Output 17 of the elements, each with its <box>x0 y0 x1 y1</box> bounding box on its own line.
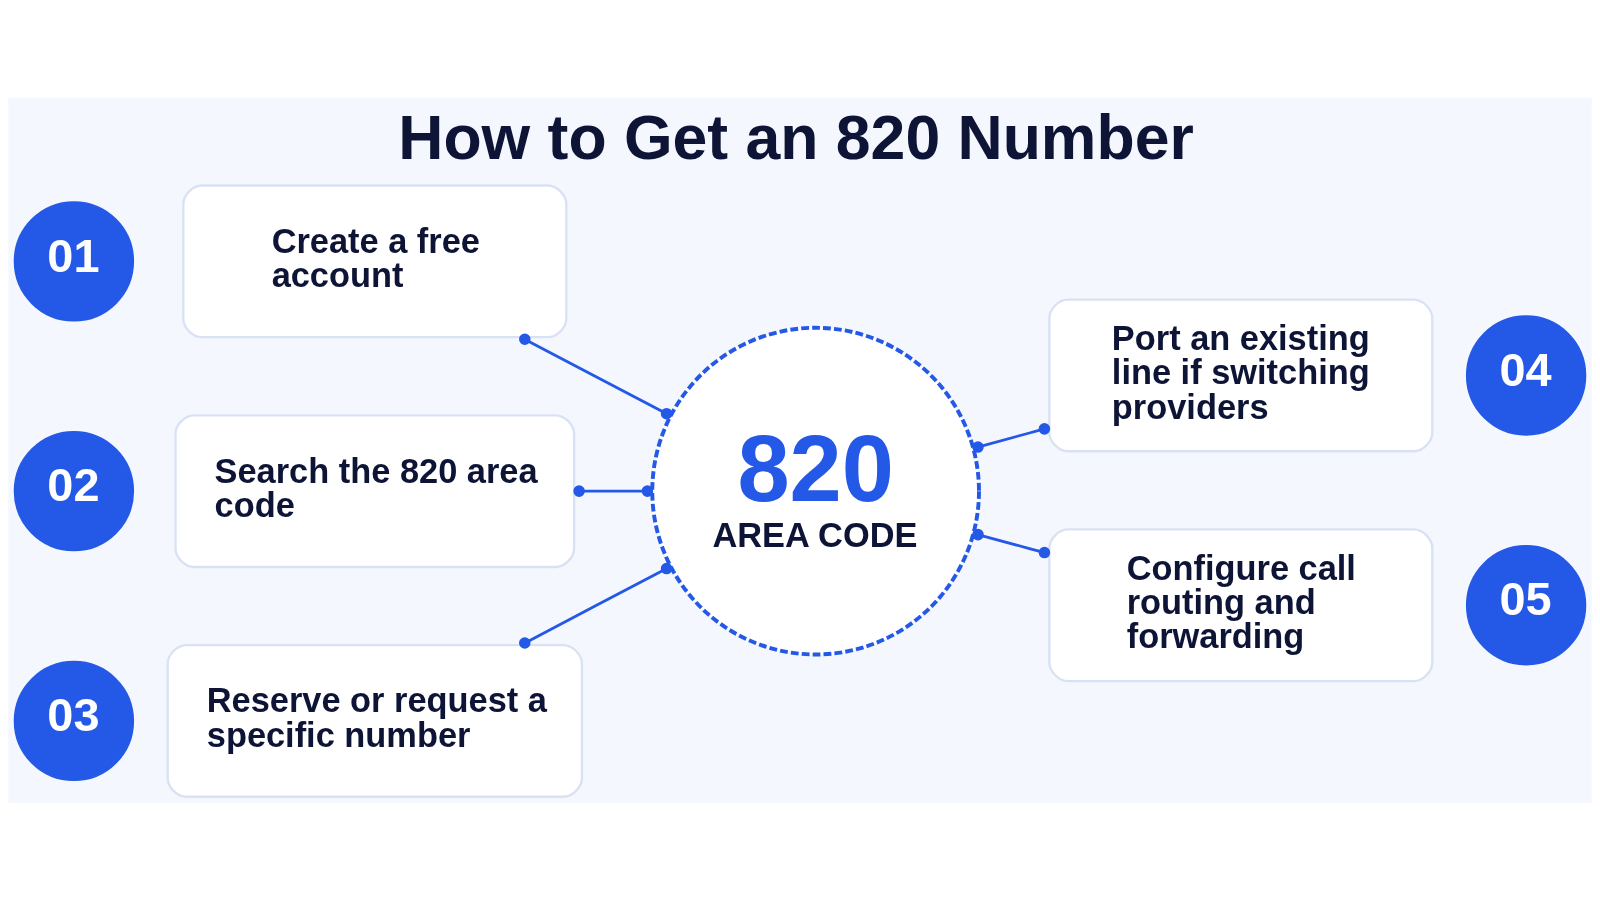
node-circle: 03 <box>13 660 135 781</box>
connector <box>972 528 1051 558</box>
connector <box>519 562 673 649</box>
node-circle: 01 <box>13 200 135 322</box>
diagram-title: How to Get an 820 Number <box>398 101 1194 172</box>
node-box: Configure call routing and forwarding <box>1048 527 1434 682</box>
node-box: Port an existing line if switching providers <box>1048 297 1434 452</box>
node-circle: 820 AREA CODE <box>650 325 981 656</box>
node-circle: 02 <box>13 430 135 551</box>
node-circle: 04 <box>1465 314 1587 436</box>
connector <box>573 484 654 497</box>
node-box: Reserve or request a specific number <box>166 643 584 798</box>
node-box: Search the 820 area code <box>174 413 576 568</box>
node-circle: 05 <box>1465 544 1587 665</box>
node-box: Create a free account <box>182 183 568 338</box>
connector <box>972 422 1051 453</box>
connector <box>519 333 673 419</box>
